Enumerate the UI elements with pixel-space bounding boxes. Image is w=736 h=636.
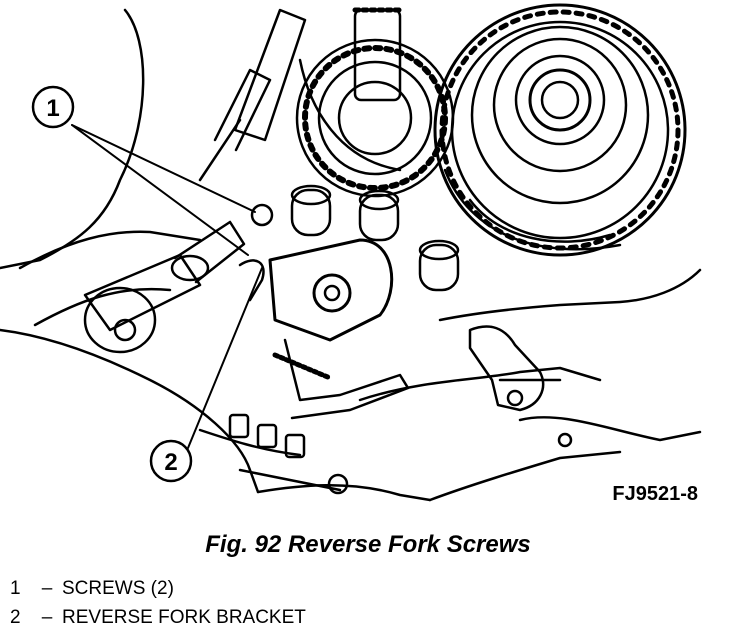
lower-lugs [228,413,349,495]
legend-item-separator: – [41,607,53,628]
callout-1-label: 1 [46,95,59,122]
legend-item-separator: – [41,578,53,599]
legend-item-number: 2 [10,607,21,628]
transmission-illustration: 1 2 FJ9521-8 [0,3,702,505]
callout-2: 2 [149,439,193,483]
reverse-fork-bracket [238,238,410,420]
callout-1: 1 [31,85,75,129]
callout-leaders [71,124,263,449]
legend-item: 2–REVERSE FORK BRACKET [10,603,306,632]
figure-caption: Fig. 92 Reverse Fork Screws [205,531,531,558]
screwdriver-tool [83,220,246,354]
legend-item-number: 1 [10,578,21,599]
legend-item-label: REVERSE FORK BRACKET [62,607,306,628]
figure-id-label: FJ9521-8 [612,483,698,505]
shift-lever [468,325,573,448]
counter-gear-teeth [302,45,448,191]
counter-gear [295,7,455,198]
case-bosses [250,184,460,292]
callout-2-label: 2 [164,449,177,476]
legend-item: 1–SCREWS (2) [10,574,306,603]
main-gear [433,3,687,257]
legend-item-label: SCREWS (2) [62,578,174,599]
shift-rail-plates [198,8,307,182]
transmission-case [0,8,702,502]
legend: 1–SCREWS (2) 2–REVERSE FORK BRACKET [10,574,306,632]
